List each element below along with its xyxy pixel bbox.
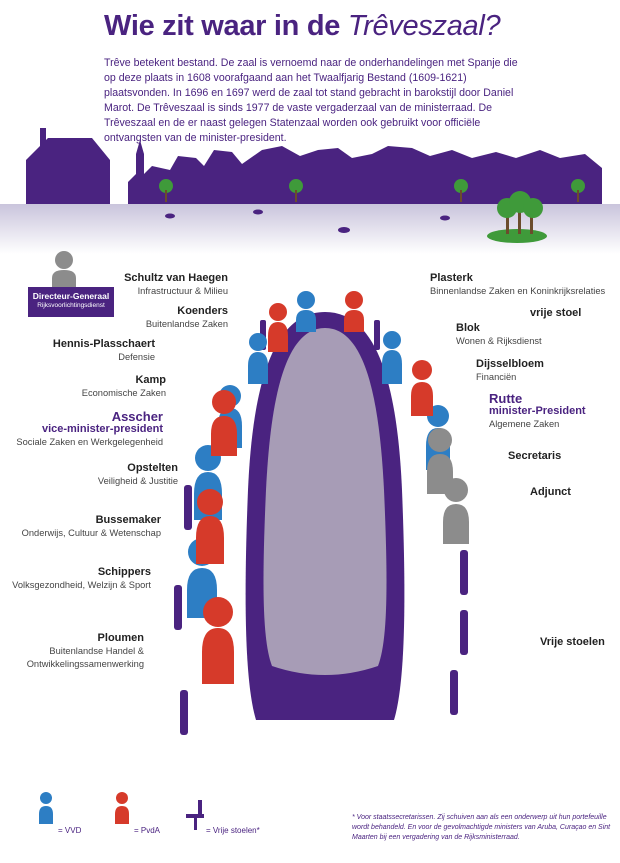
cabinet-table-illustration	[174, 291, 469, 735]
footnote: * Voor staatssecretarissen. Zij schuiven…	[352, 814, 611, 841]
dg-plaque: Directeur-Generaal Rijksvoorlichtingsdie…	[28, 287, 114, 317]
page-title: Wie zit waar in de Trêveszaal?	[104, 10, 501, 42]
label-vrije-stoelen: Vrije stoelen	[540, 636, 605, 648]
dg-subtitle: Rijksvoorlichtingsdienst	[37, 302, 105, 309]
intro-text: Trêve betekent bestand. De zaal is verno…	[104, 57, 518, 144]
dg-person-icon	[52, 251, 76, 288]
legend-vvd: = VVD	[58, 826, 82, 835]
pvda-ministers	[196, 291, 433, 684]
label-adjunct: Adjunct	[530, 486, 571, 498]
dg-title: Directeur-Generaal	[32, 291, 110, 301]
skyline-illustration	[0, 128, 620, 254]
legend-free-chairs: = Vrije stoelen*	[206, 826, 260, 835]
staff-figures	[427, 428, 469, 544]
label-vrije-stoel: vrije stoel	[530, 307, 582, 319]
label-secretaris: Secretaris	[508, 450, 562, 462]
legend-icons	[39, 792, 204, 830]
legend-pvda: = PvdA	[134, 826, 161, 835]
chairs	[174, 320, 468, 735]
